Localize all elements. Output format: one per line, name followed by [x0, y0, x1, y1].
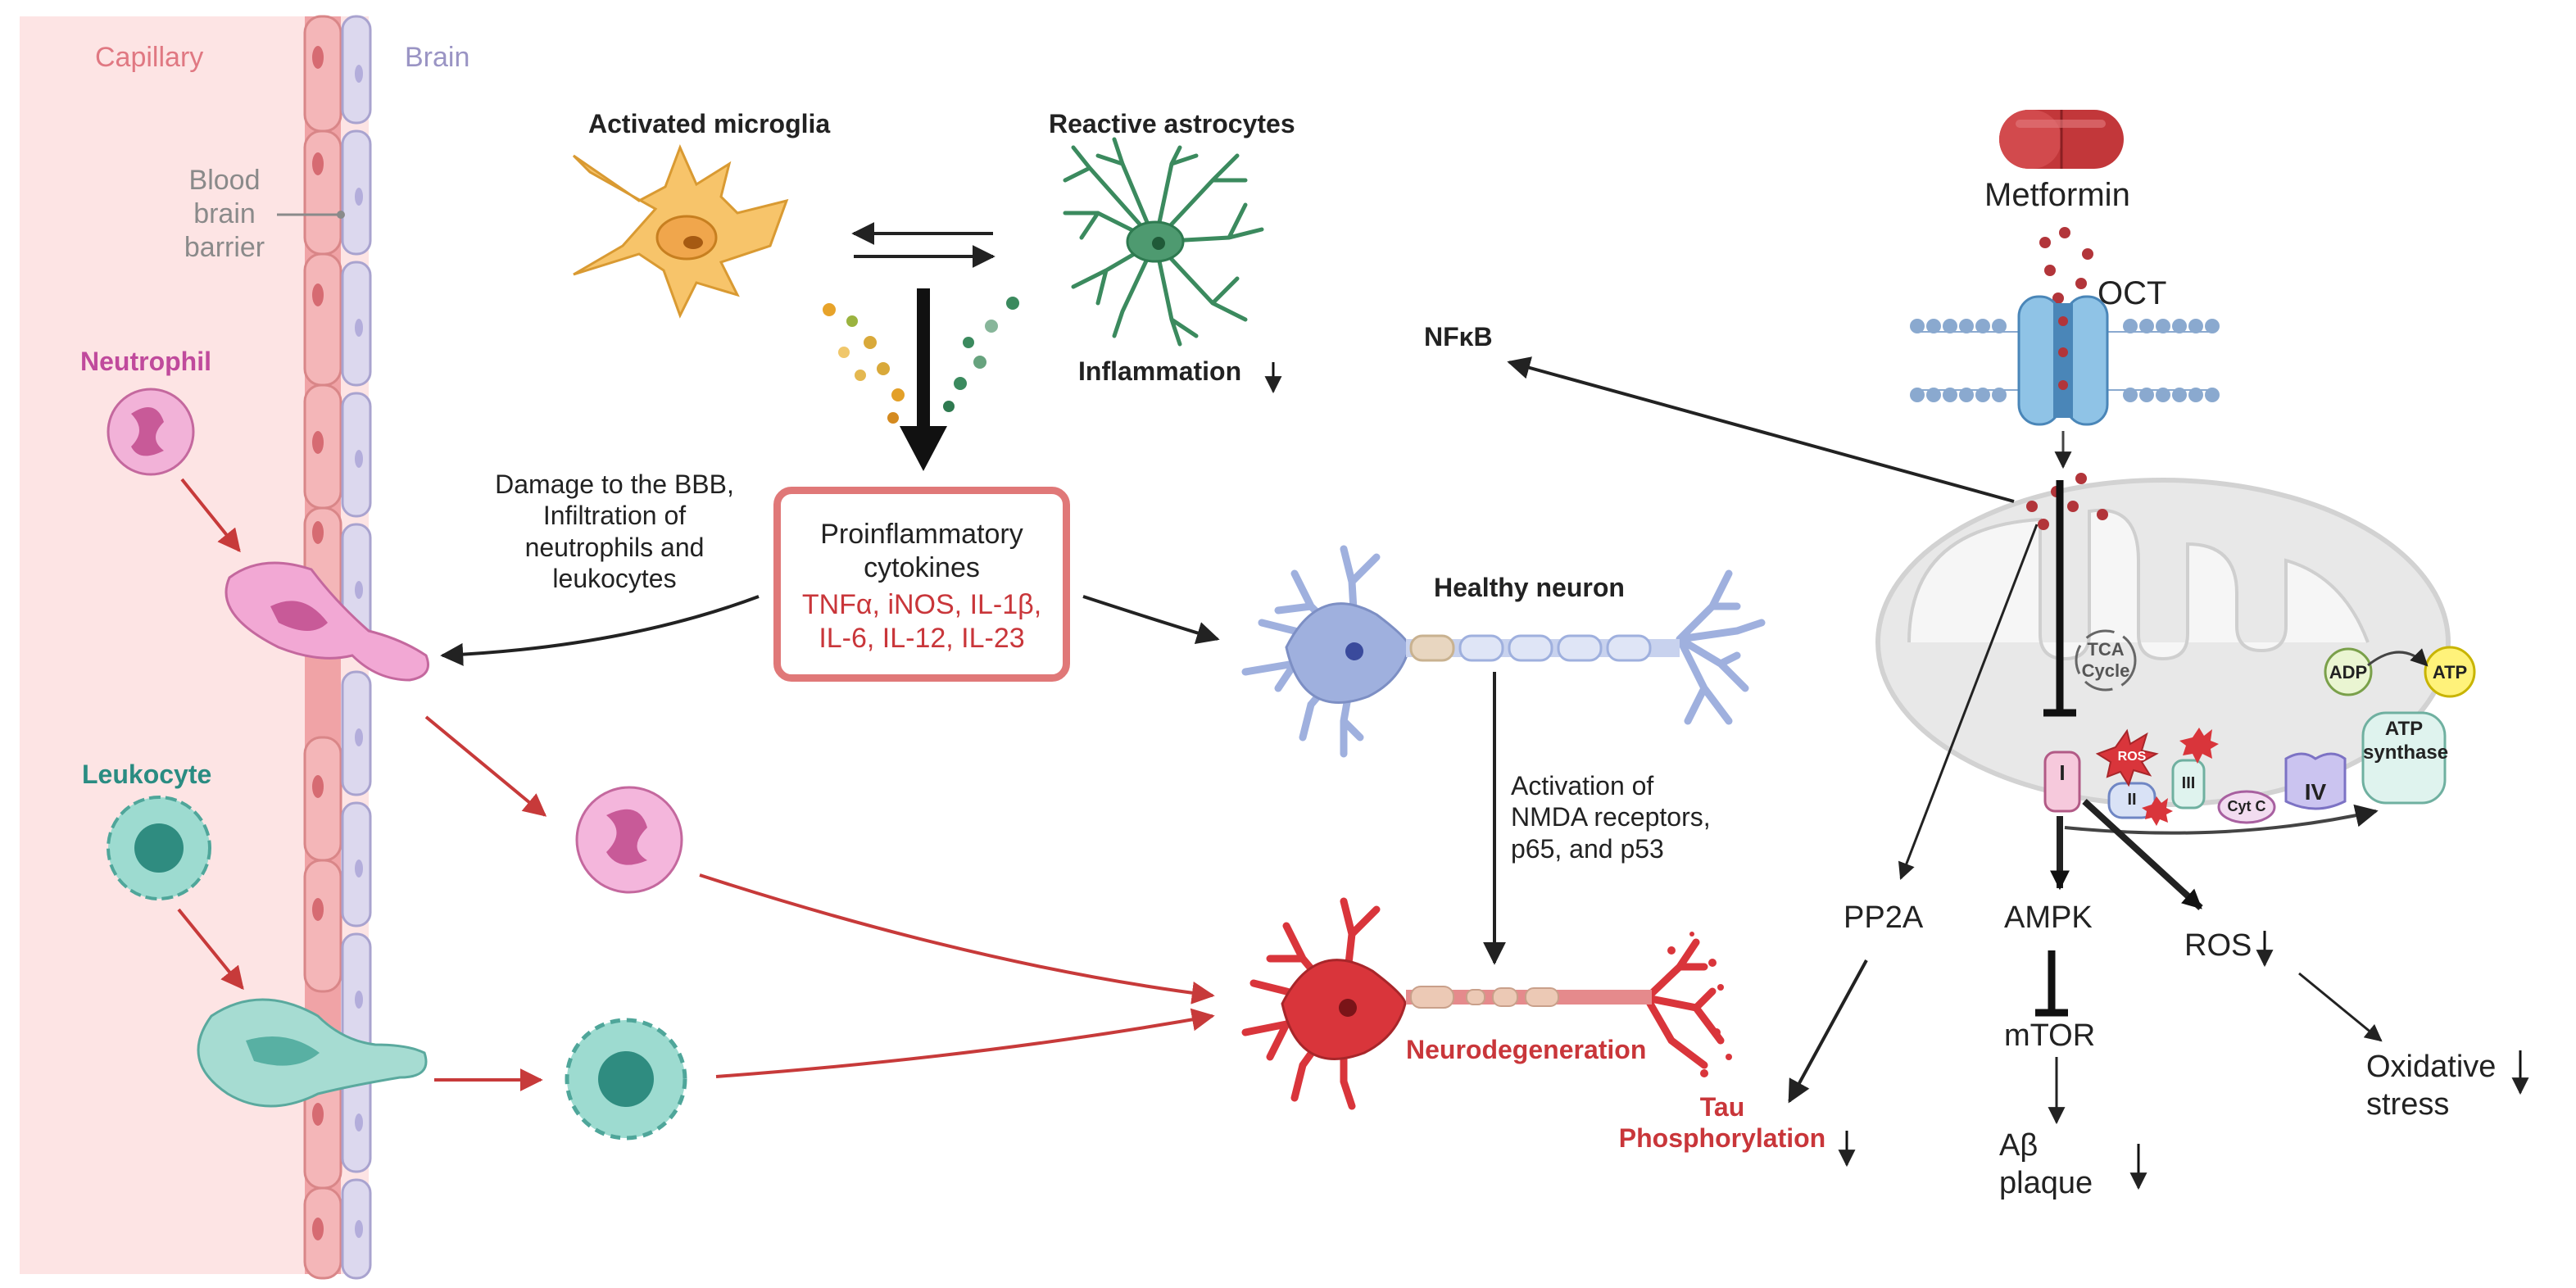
degenerating-neuron [1241, 897, 1732, 1110]
metformin-to-nfkb-arrow [1507, 356, 2015, 503]
complex-i-label: I [2059, 760, 2066, 785]
complex-ii-label: II [2127, 791, 2137, 809]
metformin-label: Metformin [1984, 177, 2130, 213]
glia-crosstalk-arrows [851, 222, 995, 268]
capillary-label: Capillary [95, 42, 204, 73]
infiltrated-leukocyte [565, 1018, 687, 1141]
ros-label: ROS [2184, 928, 2252, 963]
mtor-label: mTOR [2004, 1018, 2096, 1053]
metformin-internal [2026, 473, 2108, 530]
complex-i-inhibition [2043, 480, 2076, 717]
reactive-astrocyte [1063, 137, 1264, 347]
transmigrating-leukocyte [197, 998, 428, 1108]
leukocyte-label: Leukocyte [82, 760, 212, 789]
oct-transporter [2017, 295, 2109, 426]
transmigrating-neutrophil [224, 561, 429, 682]
cytokine-to-neuron-arrow [1082, 595, 1220, 645]
bbb-pointer [277, 211, 345, 219]
abeta-label: Aβ plaque [1999, 1128, 2093, 1200]
ampk-inhibits-mtor [2035, 950, 2068, 1017]
complex-iii-label: III [2181, 774, 2196, 792]
atp-synthase-label: ATP synthase [2363, 718, 2449, 764]
cytokine-to-bbb-arrow [440, 595, 760, 666]
metformin-to-pp2a-arrow [1898, 524, 2039, 880]
healthy-neuron [1241, 545, 1766, 758]
tau-label: Tau Phosphorylation [1618, 1092, 1826, 1154]
ros-badge-label: ROS [2117, 750, 2147, 764]
activated-microglia [572, 144, 789, 319]
oxidative-stress-label: Oxidative stress [2366, 1050, 2497, 1122]
pp2a-label: PP2A [1844, 900, 1924, 935]
leukocyte-cell [107, 796, 211, 900]
ampk-label: AMPK [2004, 900, 2093, 935]
decrease-indicators [1264, 362, 2529, 1190]
bbb-label: Blood brain barrier [184, 165, 265, 263]
brain-label: Brain [405, 42, 470, 73]
activation-label: Activation of NMDA receptors, p65, and p… [1511, 771, 1711, 864]
pp2a-to-tau-arrow [1788, 959, 1868, 1104]
neutrophil-label: Neutrophil [80, 347, 211, 376]
neutrophil-cell [107, 388, 195, 476]
oct-label: OCT [2098, 275, 2167, 311]
atp-label: ATP [2432, 662, 2468, 683]
microglia-label: Activated microglia [588, 109, 831, 138]
glia-to-cytokine-arrow [900, 288, 947, 471]
cyt-c-label: Cyt C [2227, 798, 2266, 814]
cytokine-particles [823, 297, 1019, 424]
complex-to-ros-arrow [2082, 799, 2203, 910]
tca-cycle-label: TCA Cycle [2081, 639, 2130, 682]
nfkb-label: NFκB [1424, 322, 1493, 351]
infiltrated-neutrophil [575, 786, 683, 894]
cell-membrane [1910, 319, 2220, 402]
cytokine-box [773, 487, 1070, 682]
inflammation-label: Inflammation [1078, 356, 1242, 386]
neurodegeneration-label: Neurodegeneration [1406, 1035, 1647, 1064]
cytokine-list: TNFα, iNOS, IL-1β, IL-6, IL-12, IL-23 [801, 589, 1042, 654]
astrocytes-label: Reactive astrocytes [1049, 109, 1295, 138]
metformin-pill [1999, 110, 2124, 169]
healthy-neuron-label: Healthy neuron [1434, 573, 1625, 602]
cytokine-title: Proinflammatory cytokines [820, 519, 1023, 583]
electron-transport-chain [2043, 646, 2476, 835]
bbb-damage-label: Damage to the BBB, Infiltration of neutr… [495, 469, 734, 594]
metformin-molecules [2039, 227, 2093, 304]
migration-arrows [177, 478, 1215, 1091]
ros-to-oxidative-arrow [2298, 972, 2383, 1042]
adp-label: ADP [2329, 662, 2368, 683]
complex-iv-label: IV [2304, 779, 2327, 805]
tca-cycle [2075, 629, 2137, 692]
